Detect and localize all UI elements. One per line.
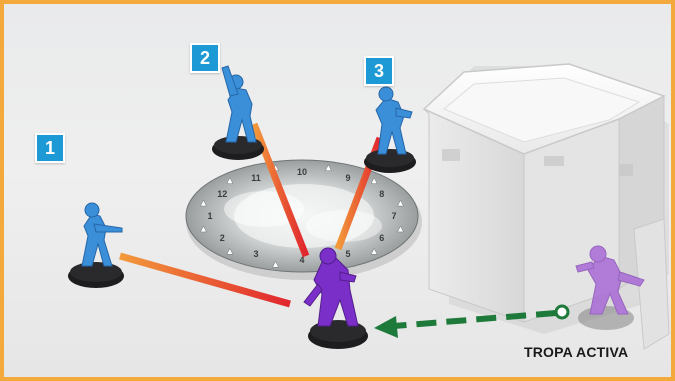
building-icon xyxy=(424,64,669,349)
active-troop-label: TROPA ACTIVA xyxy=(524,344,628,360)
template-ring-label: 7 xyxy=(391,211,396,221)
enemy-miniature-2[interactable] xyxy=(212,66,264,160)
template-ring-label: 8 xyxy=(379,189,384,199)
enemy-miniature-icon xyxy=(222,66,256,142)
template-ring-label: 5 xyxy=(345,249,350,259)
template-ring-label: 11 xyxy=(251,173,261,183)
target-badge-1: 1 xyxy=(35,133,65,163)
enemy-miniature-3[interactable] xyxy=(364,87,416,173)
template-ring-label: 9 xyxy=(345,173,350,183)
enemy-miniature-icon xyxy=(82,203,122,266)
template-ring-label: 1 xyxy=(207,211,212,221)
enemy-miniature-icon xyxy=(376,87,412,154)
target-badge-2: 2 xyxy=(190,43,220,73)
template-ring-label: 2 xyxy=(220,233,225,243)
target-badge-3: 3 xyxy=(364,56,394,86)
enemy-miniature-1[interactable] xyxy=(68,203,124,288)
template-ring-label: 10 xyxy=(297,167,307,177)
template-ring-label: 3 xyxy=(253,249,258,259)
template-ring-label: 12 xyxy=(217,189,227,199)
template-ring-label: 6 xyxy=(379,233,384,243)
